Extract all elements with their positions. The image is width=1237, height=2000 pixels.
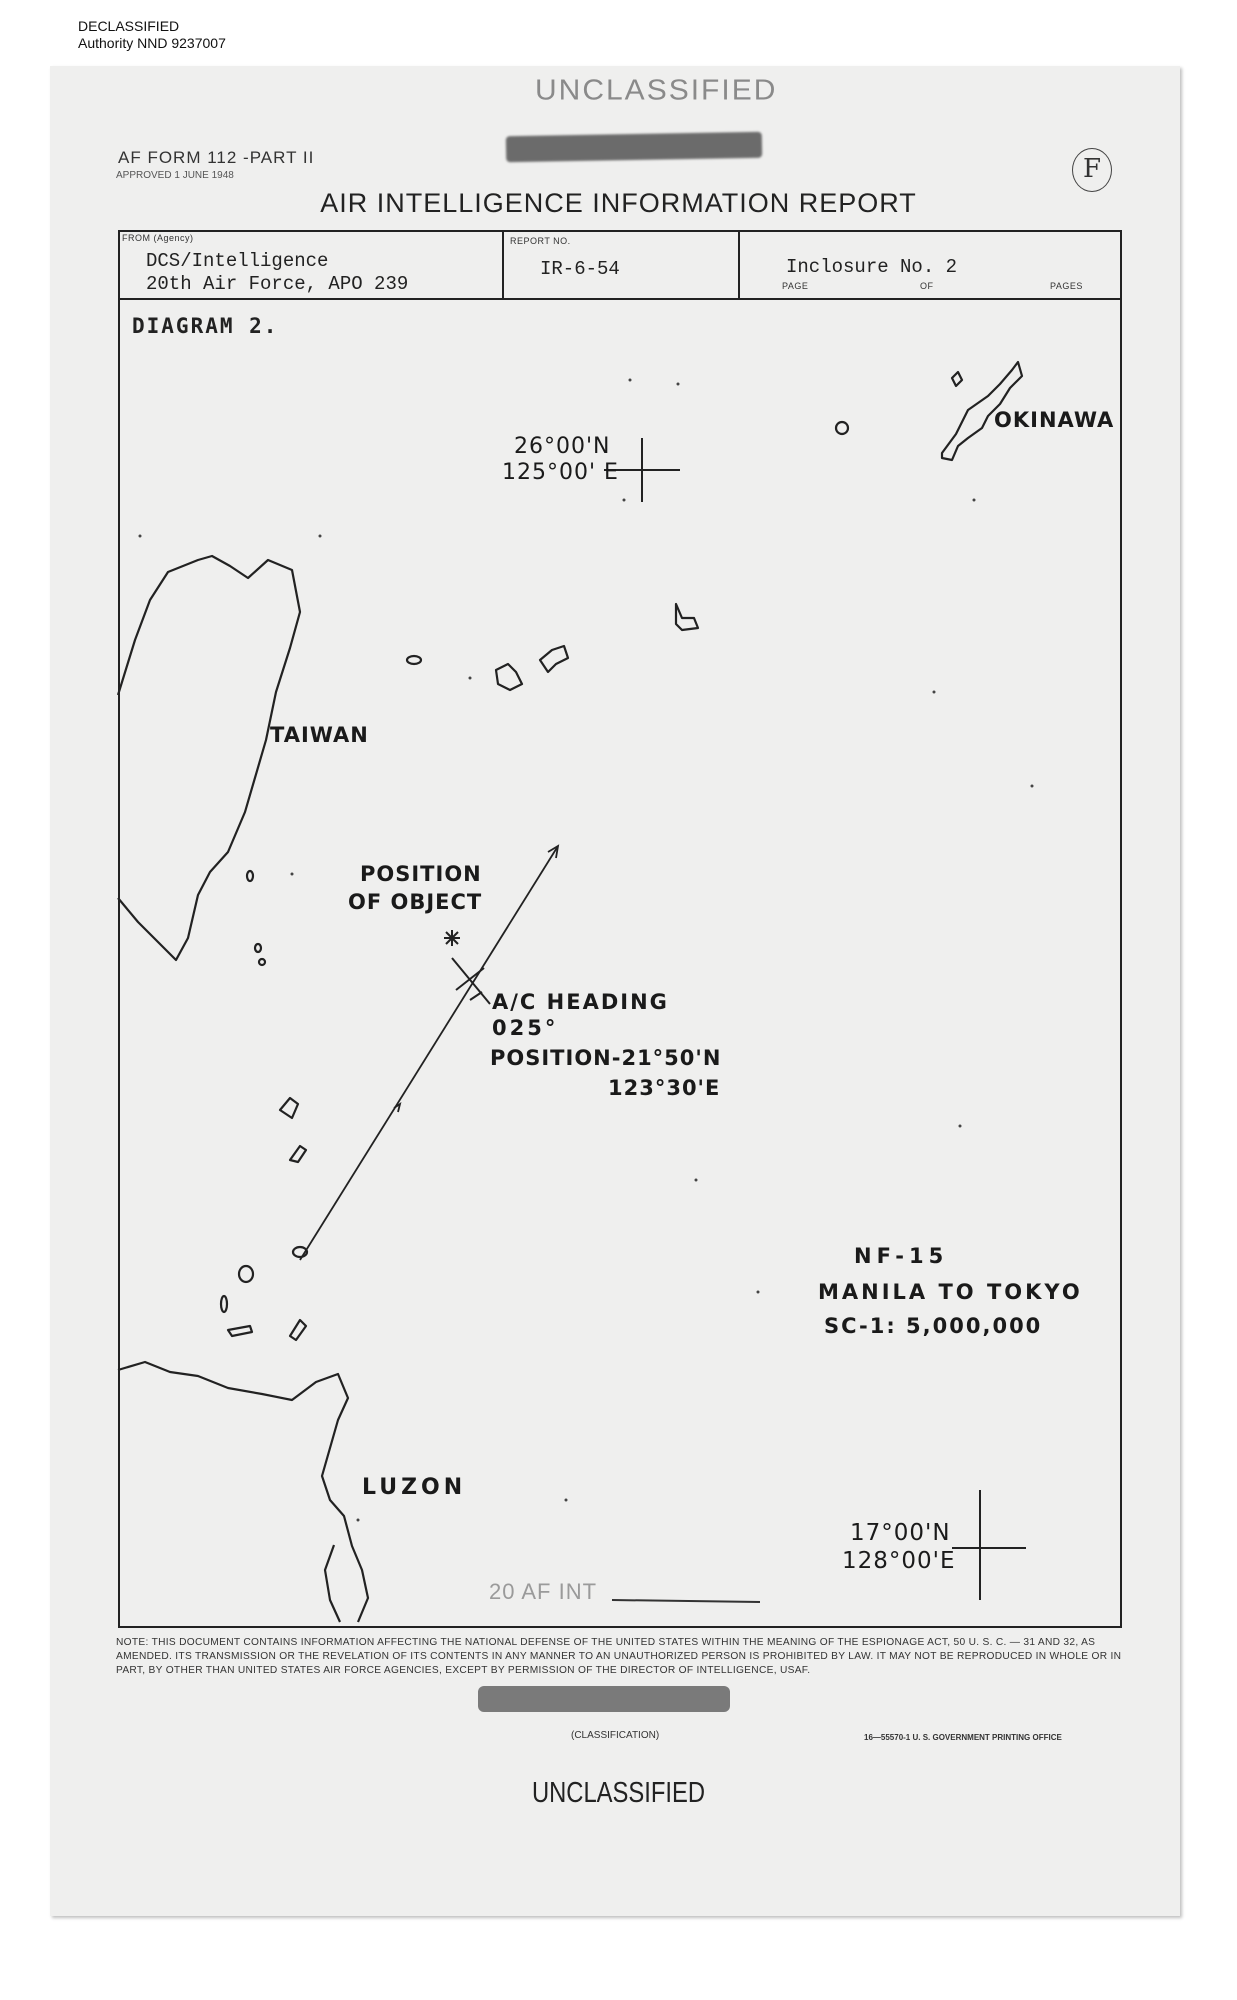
form-footer-underline xyxy=(611,1599,761,1603)
unclassified-stamp-top: UNCLASSIFIED xyxy=(535,74,778,107)
declassified-label: DECLASSIFIED xyxy=(78,18,180,34)
island-h xyxy=(257,957,267,967)
island-l xyxy=(237,1264,255,1284)
map-scale: SC-1: 5,000,000 xyxy=(824,1314,1043,1338)
report-frame xyxy=(118,230,1122,1628)
classification-caption: (CLASSIFICATION) xyxy=(571,1730,660,1741)
okinawa-coastline xyxy=(940,360,1024,462)
redaction-bar-bottom xyxy=(478,1686,730,1712)
luzon-coastline xyxy=(117,1360,370,1623)
header-divider-2 xyxy=(738,230,740,298)
island-k xyxy=(291,1245,309,1259)
island-i xyxy=(278,1096,300,1120)
island-d xyxy=(494,662,524,692)
aircraft-icon xyxy=(451,957,491,1005)
okinawa-label: OKINAWA xyxy=(994,408,1115,432)
aircraft-position-lon: 123°30'E xyxy=(608,1076,721,1100)
island-e xyxy=(538,644,570,674)
header-row xyxy=(118,230,1120,300)
luzon-label: LUZON xyxy=(362,1475,467,1500)
form-footer-label: 20 AF INT xyxy=(489,1579,598,1604)
island-a xyxy=(834,420,850,436)
aircraft-track-line xyxy=(299,845,559,1261)
taiwan-coastline xyxy=(116,554,302,962)
declassification-marking: DECLASSIFIED Authority NND 9237007 xyxy=(78,18,226,52)
aircraft-heading-label: A/C HEADING xyxy=(492,990,669,1014)
object-position-marker xyxy=(444,930,460,946)
diagram-title: DIAGRAM 2. xyxy=(132,314,279,338)
inclosure-number: Inclosure No. 2 xyxy=(786,256,958,278)
report-title: AIR INTELLIGENCE INFORMATION REPORT xyxy=(320,188,917,218)
island-j xyxy=(288,1144,308,1164)
gpo-imprint: 16—55570-1 U. S. GOVERNMENT PRINTING OFF… xyxy=(864,1733,1062,1742)
grid-ref-south-lat: 17°00'N xyxy=(850,1520,951,1546)
from-caption: FROM (Agency) xyxy=(122,233,194,243)
object-label-1: POSITION xyxy=(360,862,482,886)
page-caption: PAGE xyxy=(782,281,809,291)
map-chart-id: NF-15 xyxy=(854,1244,949,1268)
aircraft-position-lat: POSITION-21°50'N xyxy=(490,1046,722,1070)
grid-ref-north-lon: 125°00' E xyxy=(502,460,619,485)
pages-caption: PAGES xyxy=(1050,281,1083,291)
grid-ref-south-lon: 128°00'E xyxy=(842,1548,956,1574)
island-g xyxy=(253,942,263,954)
island-f xyxy=(245,869,255,883)
island-okinawa-north xyxy=(950,370,964,388)
island-m xyxy=(219,1294,229,1314)
document-page xyxy=(50,66,1180,1916)
island-b xyxy=(674,602,700,632)
map-route: MANILA TO TOKYO xyxy=(818,1280,1083,1304)
taiwan-label: TAIWAN xyxy=(270,723,369,747)
object-label-2: OF OBJECT xyxy=(348,890,483,914)
island-o xyxy=(288,1318,308,1342)
aircraft-heading-value: 025° xyxy=(492,1016,559,1040)
from-line-1: DCS/Intelligence xyxy=(146,250,329,272)
form-number: AF FORM 112 -PART II xyxy=(118,148,315,167)
of-caption: OF xyxy=(920,281,934,291)
espionage-act-note: NOTE: THIS DOCUMENT CONTAINS INFORMATION… xyxy=(116,1637,1122,1676)
authority-label: Authority NND 9237007 xyxy=(78,35,226,51)
grid-ref-north-lat: 26°00'N xyxy=(514,434,611,459)
island-n xyxy=(226,1324,254,1338)
form-approved-date: APPROVED 1 JUNE 1948 xyxy=(116,170,234,181)
report-no-caption: REPORT NO. xyxy=(510,236,571,246)
from-line-2: 20th Air Force, APO 239 xyxy=(146,273,409,295)
aircraft-track-arrowhead xyxy=(547,844,560,859)
circled-letter: F xyxy=(1072,148,1112,192)
island-c xyxy=(405,654,423,666)
aircraft-track-tick xyxy=(393,1101,402,1113)
header-divider-1 xyxy=(502,230,504,298)
unclassified-stamp-bottom: UNCLASSIFIED xyxy=(531,1777,706,1809)
report-number: IR-6-54 xyxy=(540,258,620,280)
